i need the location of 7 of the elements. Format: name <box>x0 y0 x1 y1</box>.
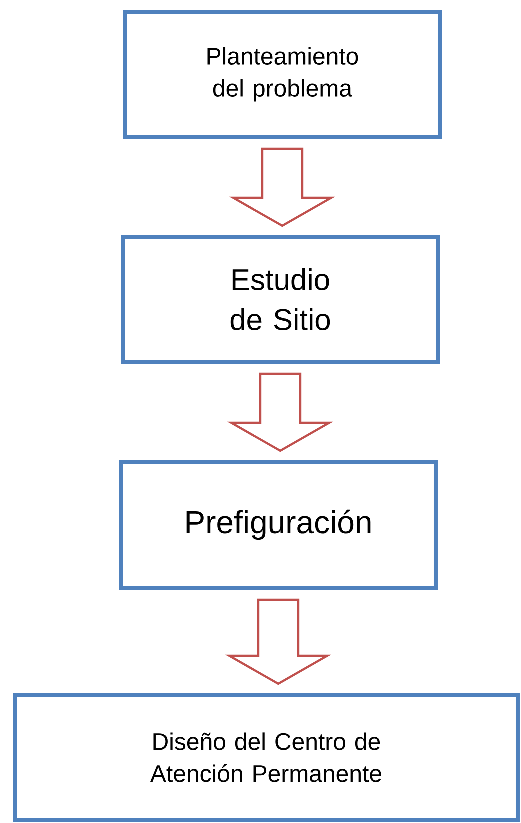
block-arrow <box>229 148 336 228</box>
process-box: Diseño del Centro de Atención Permanente <box>13 693 520 822</box>
process-box: Planteamiento del problema <box>123 10 442 139</box>
block-arrow <box>227 372 334 452</box>
process-box: Estudio de Sitio <box>121 235 440 364</box>
block-arrow <box>225 598 332 686</box>
process-box: Prefiguración <box>119 460 438 590</box>
